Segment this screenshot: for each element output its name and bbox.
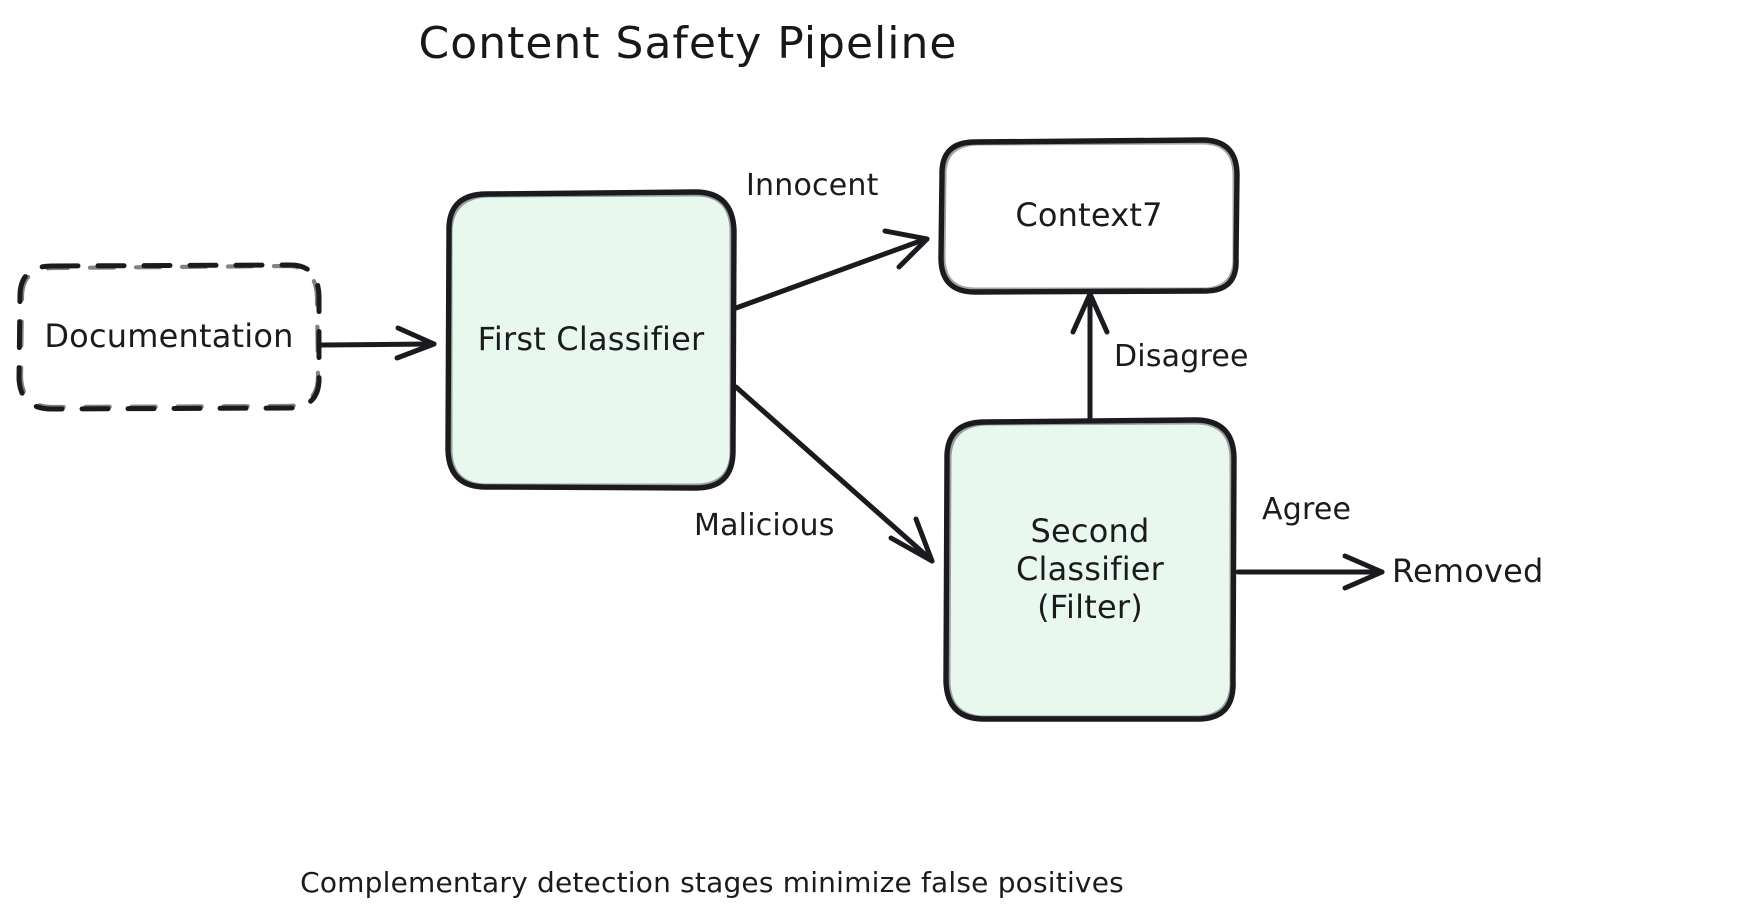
node-label-documentation[interactable]: Documentation [44,317,294,356]
diagram-caption: Complementary detection stages minimize … [300,866,1124,899]
edge-documentation-to-first-classifier[interactable] [319,325,437,361]
node-label-removed[interactable]: Removed [1392,552,1544,590]
edge-first-classifier-to-context7[interactable] [733,228,930,311]
node-context7-shape[interactable] [938,137,1240,295]
edge-label-malicious: Malicious [694,508,835,543]
edge-second-classifier-to-removed[interactable] [1235,553,1385,591]
node-first-classifier-shape[interactable] [445,189,737,491]
node-label-second-classifier-line-3: (Filter) [1037,587,1143,626]
node-documentation-shape[interactable] [16,262,322,412]
edge-first-classifier-to-second-classifier[interactable] [733,384,935,564]
node-second-classifier-shape[interactable] [943,417,1237,722]
node-label-second-classifier[interactable]: Second Classifier (Filter) [945,420,1235,720]
edge-label-innocent: Innocent [746,168,879,203]
edge-second-classifier-to-context7[interactable] [1070,291,1110,421]
node-label-second-classifier-line-1: Second [1030,512,1150,551]
diagram-title: Content Safety Pipeline [418,18,958,69]
edge-label-disagree: Disagree [1114,339,1249,374]
node-label-second-classifier-line-2: Classifier [1015,550,1165,589]
node-label-first-classifier[interactable]: First Classifier [477,320,705,359]
node-label-context7[interactable]: Context7 [1015,196,1163,235]
edge-label-agree: Agree [1262,492,1352,527]
